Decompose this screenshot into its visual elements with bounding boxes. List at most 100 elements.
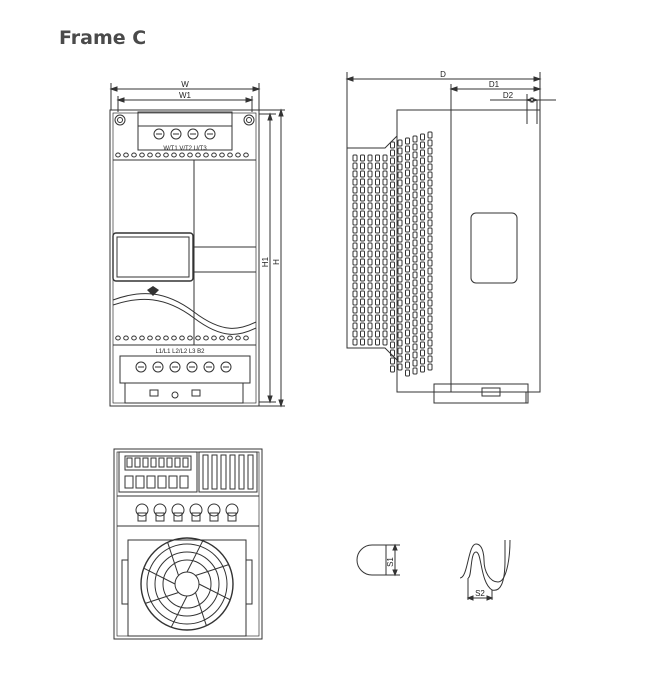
terminal-screw: [225, 503, 239, 517]
vent-slot: [412, 135, 418, 143]
vent-slot: [412, 183, 418, 191]
vent-slot: [412, 311, 418, 319]
vent-slot: [420, 213, 425, 221]
vent-slot: [390, 261, 395, 269]
vent-slot: [203, 335, 209, 341]
vent-slot: [420, 149, 425, 157]
vent-slot: [375, 178, 380, 186]
vent-slot: [367, 322, 373, 330]
vent-slot: [382, 322, 388, 330]
vent-slot: [238, 454, 245, 490]
terminal-screw-base: [155, 512, 165, 522]
vent-slot: [412, 255, 418, 263]
vent-slot: [412, 199, 418, 207]
vent-slot: [243, 152, 249, 158]
vent-slot: [243, 335, 249, 341]
vent-slot: [375, 298, 380, 306]
bottom-vent-row: [115, 335, 249, 341]
vent-slot: [390, 197, 395, 205]
vent-slot: [405, 209, 410, 217]
vent-slot: [390, 189, 395, 197]
vent-slot: [412, 263, 418, 271]
vent-slot: [367, 306, 373, 314]
vent-slot: [382, 218, 388, 226]
vent-slot: [397, 219, 403, 227]
vent-slot: [397, 227, 403, 235]
vent-slot: [375, 314, 380, 322]
vent-slot: [397, 139, 403, 147]
terminal-pin: [142, 457, 149, 468]
vent-slot: [390, 285, 395, 293]
vent-slot: [427, 331, 433, 339]
vent-slot: [211, 454, 218, 490]
terminal-pin: [124, 475, 134, 489]
terminal-pin: [174, 457, 181, 468]
vent-slot: [382, 210, 388, 218]
vent-slot: [397, 155, 403, 163]
vent-slot: [397, 331, 403, 339]
vent-slot: [382, 170, 388, 178]
vent-slot: [420, 157, 425, 165]
vent-slot: [375, 154, 380, 162]
vent-slot: [382, 186, 388, 194]
vent-slot: [390, 213, 395, 221]
keypad-display: [112, 232, 194, 282]
vent-slot: [405, 281, 410, 289]
vent-slot: [420, 309, 425, 317]
vent-slot: [397, 275, 403, 283]
vent-slot: [405, 137, 410, 145]
vent-slot: [227, 335, 233, 341]
dim-w1-label: W1: [179, 91, 192, 100]
vent-slot: [375, 250, 380, 258]
vent-slot: [405, 337, 410, 345]
fan-spoke: [143, 567, 176, 585]
fan-spoke: [186, 540, 204, 573]
vent-slot: [390, 309, 395, 317]
vent-slot: [375, 186, 380, 194]
vent-slot: [405, 361, 410, 369]
vent-slot: [220, 454, 227, 490]
vent-slot: [390, 317, 395, 325]
vent-slot: [375, 338, 380, 346]
terminal-pin: [134, 457, 141, 468]
vent-slot: [427, 195, 433, 203]
dimension-w: W: [109, 80, 261, 110]
terminal-screw-base: [227, 512, 237, 522]
vent-slot: [397, 203, 403, 211]
vent-slot: [352, 154, 358, 162]
vent-slot: [211, 335, 217, 341]
vent-slot: [367, 154, 373, 162]
vent-slot: [412, 231, 418, 239]
vent-slot: [115, 335, 121, 341]
vent-slot: [420, 141, 425, 149]
vent-slot: [427, 179, 433, 187]
vent-slot: [397, 147, 403, 155]
vent-slot: [219, 152, 225, 158]
vent-slot: [427, 139, 433, 147]
vent-slot: [139, 335, 145, 341]
vent-slot: [397, 355, 403, 363]
vent-slot: [352, 162, 358, 170]
vent-slot: [390, 341, 395, 349]
vent-slot: [382, 266, 388, 274]
top-terminal-labels: W/T1 V/T2 U/T3: [163, 146, 207, 152]
vent-slot: [412, 143, 418, 151]
vent-slot: [427, 155, 433, 163]
vent-slot: [412, 151, 418, 159]
vent-slot: [420, 253, 425, 261]
vent-slot: [427, 307, 433, 315]
vent-slot: [131, 152, 137, 158]
vent-slot: [397, 259, 403, 267]
vent-slot: [203, 152, 209, 158]
terminal-pin: [135, 475, 145, 489]
vent-slot: [375, 290, 380, 298]
vent-slot: [147, 152, 153, 158]
vent-slot: [360, 162, 365, 170]
vent-slot: [427, 235, 433, 243]
dimension-h: H: [259, 108, 285, 408]
vent-slot: [390, 229, 395, 237]
vent-slot: [420, 357, 425, 365]
vent-slot: [367, 330, 373, 338]
vent-slot: [367, 226, 373, 234]
fan-spoke: [145, 592, 179, 604]
